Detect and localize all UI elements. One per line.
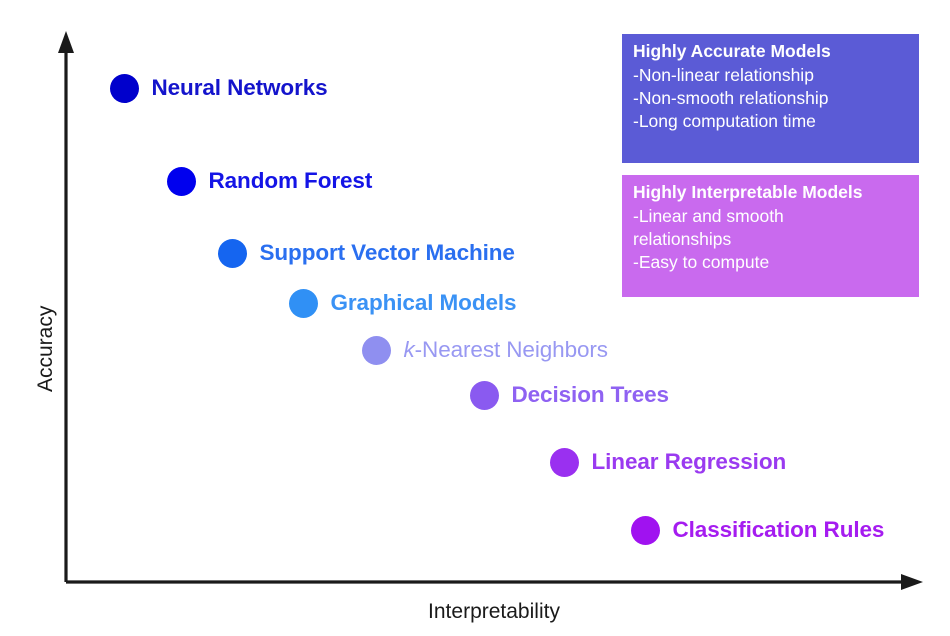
scatter-point-marker <box>469 380 499 410</box>
scatter-point-label: Random Forest <box>208 168 373 193</box>
scatter-point-marker <box>217 238 247 268</box>
scatter-point-marker <box>630 515 660 545</box>
annotation-line: -Non-smooth relationship <box>633 88 829 109</box>
x-axis-arrowhead <box>901 574 923 590</box>
scatter-point-label: Linear Regression <box>591 449 787 474</box>
scatter-point-marker <box>549 447 579 477</box>
annotation-line: relationships <box>633 229 732 250</box>
scatter-point-label: Decision Trees <box>511 382 670 407</box>
annotation-line: -Easy to compute <box>633 252 770 273</box>
scatter-point: Support Vector Machine <box>217 233 515 274</box>
scatter-point-label: k-Nearest Neighbors <box>403 337 609 362</box>
scatter-point-marker <box>166 166 196 196</box>
scatter-point-label: Neural Networks <box>151 75 328 100</box>
annotation-highly-accurate-models: Highly Accurate Models -Non-linear relat… <box>622 34 919 163</box>
scatter-point-label: Classification Rules <box>672 517 885 542</box>
scatter-point: k-Nearest Neighbors <box>361 330 609 371</box>
scatter-point-label: Support Vector Machine <box>259 240 515 265</box>
scatter-point: Neural Networks <box>109 68 328 109</box>
annotation-line: -Long computation time <box>633 111 816 132</box>
scatter-point-marker <box>288 288 318 318</box>
y-axis-arrowhead <box>58 31 74 53</box>
y-axis-label: Accuracy <box>34 305 57 392</box>
annotation-title: Highly Accurate Models <box>633 41 831 61</box>
scatter-point: Decision Trees <box>469 375 670 416</box>
scatter-point: Graphical Models <box>288 283 517 324</box>
scatter-point-label-italic-prefix: k <box>403 337 415 362</box>
scatter-point-marker <box>109 73 139 103</box>
scatter-point: Classification Rules <box>630 510 885 551</box>
scatter-point-label: Graphical Models <box>330 290 517 315</box>
scatter-point: Linear Regression <box>549 442 787 483</box>
scatter-point: Random Forest <box>166 161 373 202</box>
x-axis-label: Interpretability <box>428 600 560 623</box>
annotation-line: -Linear and smooth <box>633 206 784 227</box>
annotation-line: -Non-linear relationship <box>633 65 814 86</box>
scatter-point-marker <box>361 335 391 365</box>
annotation-title: Highly Interpretable Models <box>633 182 863 202</box>
annotation-highly-interpretable-models: Highly Interpretable Models -Linear and … <box>622 175 919 297</box>
